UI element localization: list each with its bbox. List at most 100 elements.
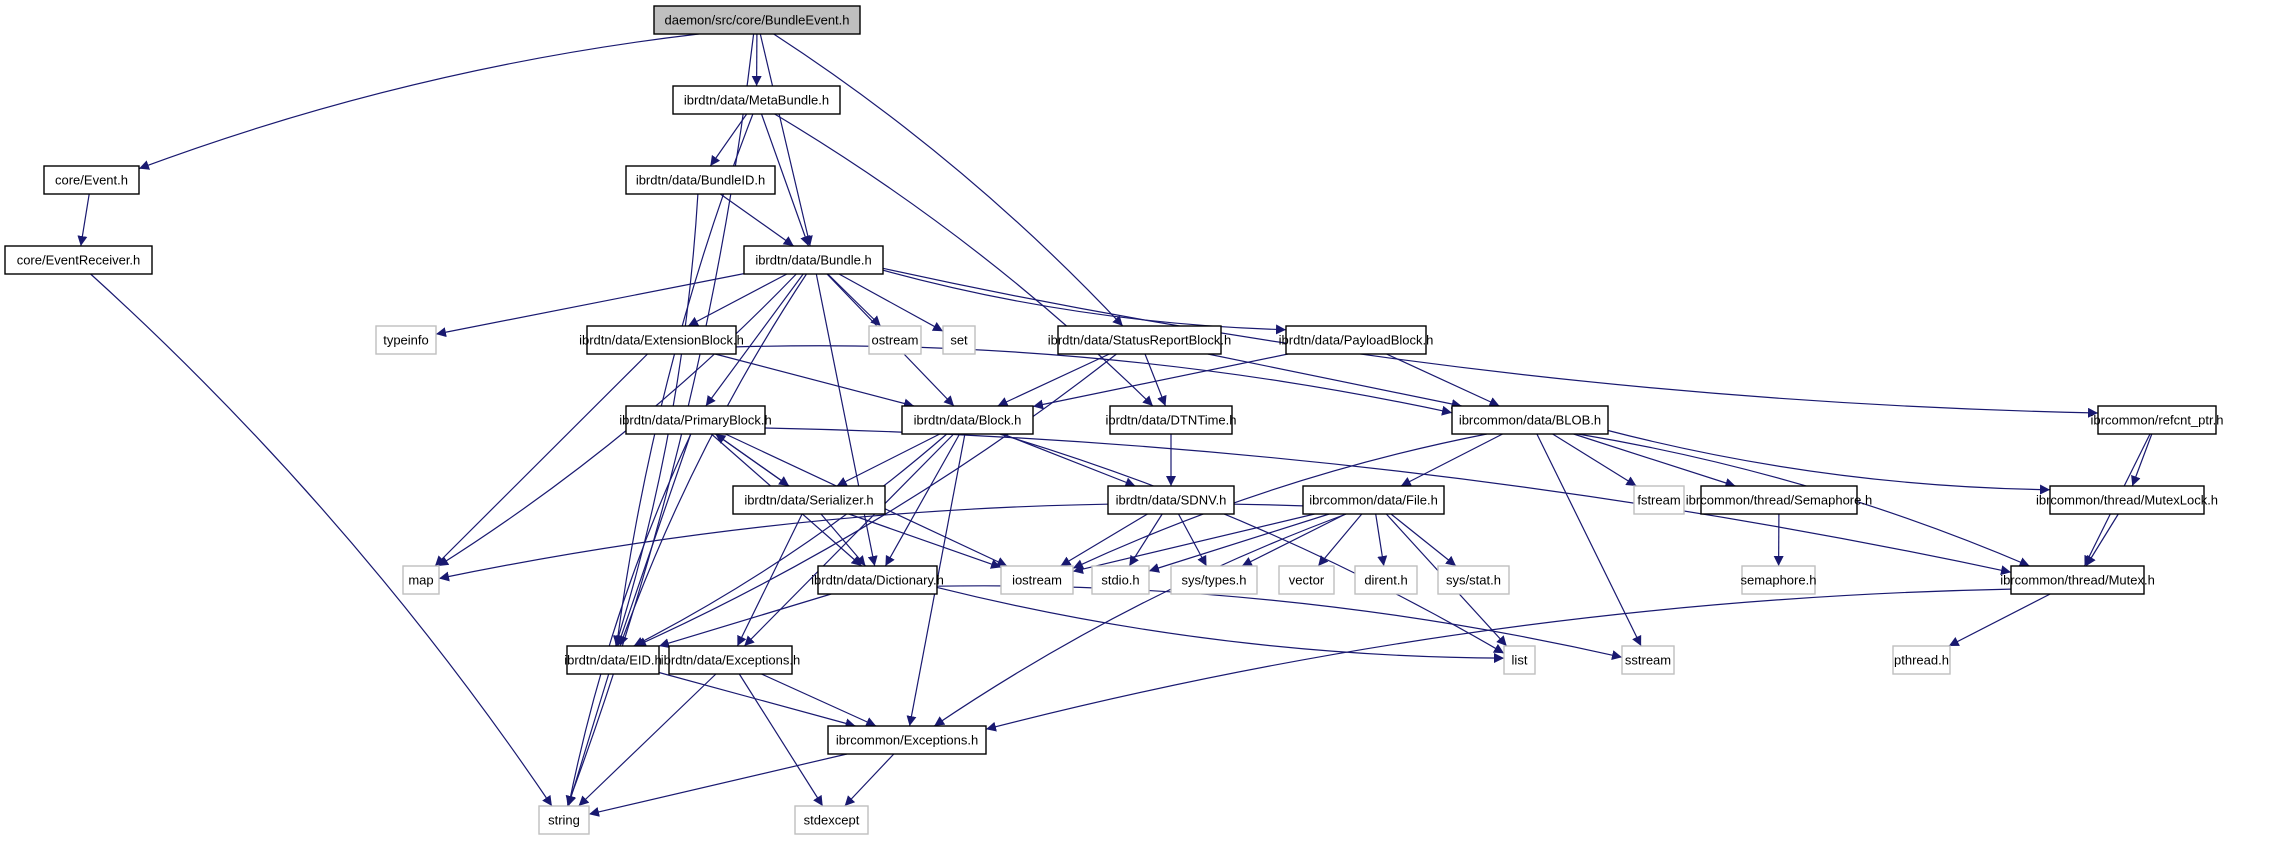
node-sdnv[interactable]: ibrdtn/data/SDNV.h: [1107, 485, 1235, 515]
edge-eid-to-string: [566, 673, 610, 807]
node-box: [732, 485, 886, 515]
edge-blob-to-file: [1400, 433, 1503, 487]
nodes-layer: daemon/src/core/BundleEvent.h ibrdtn/data…: [4, 5, 2224, 835]
node-extension-block[interactable]: ibrdtn/data/ExtensionBlock.h: [579, 325, 744, 355]
node-label: ibrdtn/data/Exceptions.h: [661, 653, 800, 668]
node-box: [1057, 325, 1222, 355]
node-blob[interactable]: ibrcommon/data/BLOB.h: [1451, 405, 1609, 435]
edge-serializer-to-iostream: [848, 513, 1002, 569]
node-label: pthread.h: [1894, 653, 1949, 668]
node-label: ibrdtn/data/EID.h: [564, 653, 662, 668]
edge-meta-bundle-to-bundle: [760, 113, 810, 247]
edge-bundle-to-primary-block: [705, 273, 804, 407]
node-mutex-lock[interactable]: ibrcommon/thread/MutexLock.h: [2036, 485, 2218, 515]
node-primary-block[interactable]: ibrdtn/data/PrimaryBlock.h: [619, 405, 772, 435]
edge-dictionary-to-eid: [658, 593, 832, 648]
node-dictionary[interactable]: ibrdtn/data/Dictionary.h: [811, 565, 944, 595]
node-list: list: [1503, 645, 1536, 675]
node-common-exceptions[interactable]: ibrcommon/Exceptions.h: [827, 725, 987, 755]
edge-mutex-to-pthread: [1948, 593, 2051, 647]
node-dirent: dirent.h: [1354, 565, 1418, 595]
edge-dtn-exceptions-to-stdexcept: [738, 673, 824, 807]
node-box: [1109, 405, 1233, 435]
edge-file-to-dirent: [1375, 513, 1388, 567]
node-refcnt-ptr[interactable]: ibrcommon/refcnt_ptr.h: [2091, 405, 2224, 435]
edge-common-exceptions-to-stdexcept: [844, 753, 895, 807]
node-label: ostream: [872, 333, 919, 348]
node-label: ibrdtn/data/DTNTime.h: [1105, 413, 1236, 428]
node-box: [43, 165, 140, 195]
node-semaphore[interactable]: ibrcommon/thread/Semaphore.h: [1686, 485, 1872, 515]
edge-block-to-eid: [633, 433, 948, 647]
node-box: [653, 5, 861, 35]
node-box: [538, 805, 590, 835]
node-label: ibrdtn/data/Bundle.h: [755, 253, 871, 268]
edge-meta-bundle-to-dtntime: [774, 113, 1154, 407]
edge-bundle-event-to-status-report-block: [773, 33, 1124, 327]
edge-primary-block-to-string: [565, 433, 692, 807]
node-event-receiver[interactable]: core/EventReceiver.h: [4, 245, 153, 275]
node-dtntime[interactable]: ibrdtn/data/DTNTime.h: [1105, 405, 1237, 435]
node-bundle-event[interactable]: daemon/src/core/BundleEvent.h: [653, 5, 861, 35]
node-box: [1503, 645, 1536, 675]
node-status-report-block[interactable]: ibrdtn/data/StatusReportBlock.h: [1048, 325, 1232, 355]
node-label: fstream: [1637, 493, 1680, 508]
node-box: [1741, 565, 1816, 595]
node-label: semaphore.h: [1741, 573, 1817, 588]
edge-refcnt-ptr-to-mutex-lock: [2131, 433, 2153, 487]
node-dtn-exceptions[interactable]: ibrdtn/data/Exceptions.h: [661, 645, 800, 675]
edge-serializer-to-primary-block: [715, 433, 790, 487]
node-meta-bundle[interactable]: ibrdtn/data/MetaBundle.h: [672, 85, 841, 115]
node-label: ibrdtn/data/PrimaryBlock.h: [619, 413, 771, 428]
edge-file-to-iostream: [1072, 513, 1315, 574]
node-label: list: [1512, 653, 1528, 668]
node-box: [743, 245, 884, 275]
edge-file-to-vector: [1317, 513, 1363, 567]
edge-bundle-to-set: [838, 273, 944, 332]
node-pthread: pthread.h: [1892, 645, 1951, 675]
node-label: ibrdtn/data/SDNV.h: [1116, 493, 1227, 508]
edge-bundle-to-extension-block: [687, 273, 788, 327]
edge-bundle-event-to-bundle: [759, 33, 813, 247]
node-eid[interactable]: ibrdtn/data/EID.h: [564, 645, 662, 675]
edge-status-report-block-to-block: [997, 353, 1110, 407]
node-payload-block[interactable]: ibrdtn/data/PayloadBlock.h: [1279, 325, 1434, 355]
node-iostream: iostream: [1000, 565, 1074, 595]
node-label: core/Event.h: [55, 173, 128, 188]
node-box: [794, 805, 869, 835]
node-box: [942, 325, 976, 355]
edge-status-report-block-to-blob: [1207, 353, 1462, 409]
node-label: ibrdtn/data/Serializer.h: [744, 493, 873, 508]
node-block[interactable]: ibrdtn/data/Block.h: [901, 405, 1034, 435]
edge-bundle-to-typeinfo: [435, 273, 745, 338]
edge-mutex-to-common-exceptions: [985, 588, 2012, 732]
node-label: map: [408, 573, 433, 588]
node-box: [672, 85, 841, 115]
node-box: [817, 565, 938, 595]
node-label: daemon/src/core/BundleEvent.h: [665, 13, 850, 28]
edge-dictionary-to-list: [936, 586, 1505, 664]
node-box: [1170, 565, 1258, 595]
edge-dtn-exceptions-to-string: [578, 673, 717, 807]
node-event[interactable]: core/Event.h: [43, 165, 140, 195]
node-label: ibrdtn/data/MetaBundle.h: [684, 93, 829, 108]
edge-mutex-lock-to-mutex: [2085, 513, 2119, 567]
node-serializer[interactable]: ibrdtn/data/Serializer.h: [732, 485, 886, 515]
node-box: [1091, 565, 1150, 595]
edge-blob-to-sstream: [1536, 433, 1642, 647]
edge-serializer-to-dictionary: [820, 513, 866, 567]
node-box: [1354, 565, 1418, 595]
node-file[interactable]: ibrcommon/data/File.h: [1302, 485, 1445, 515]
edge-meta-bundle-to-bundle-id: [709, 113, 748, 167]
node-bundle-id[interactable]: ibrdtn/data/BundleID.h: [625, 165, 776, 195]
node-label: core/EventReceiver.h: [17, 253, 141, 268]
node-box: [1302, 485, 1445, 515]
edge-block-to-sdnv: [1002, 433, 1136, 487]
edge-sdnv-to-systypes: [1177, 513, 1208, 567]
node-bundle[interactable]: ibrdtn/data/Bundle.h: [743, 245, 884, 275]
edge-extension-block-to-block: [714, 353, 915, 409]
edge-dtn-exceptions-to-common-exceptions: [761, 673, 877, 727]
edge-event-receiver-to-string: [90, 273, 553, 807]
node-mutex[interactable]: ibrcommon/thread/Mutex.h: [2000, 565, 2155, 595]
